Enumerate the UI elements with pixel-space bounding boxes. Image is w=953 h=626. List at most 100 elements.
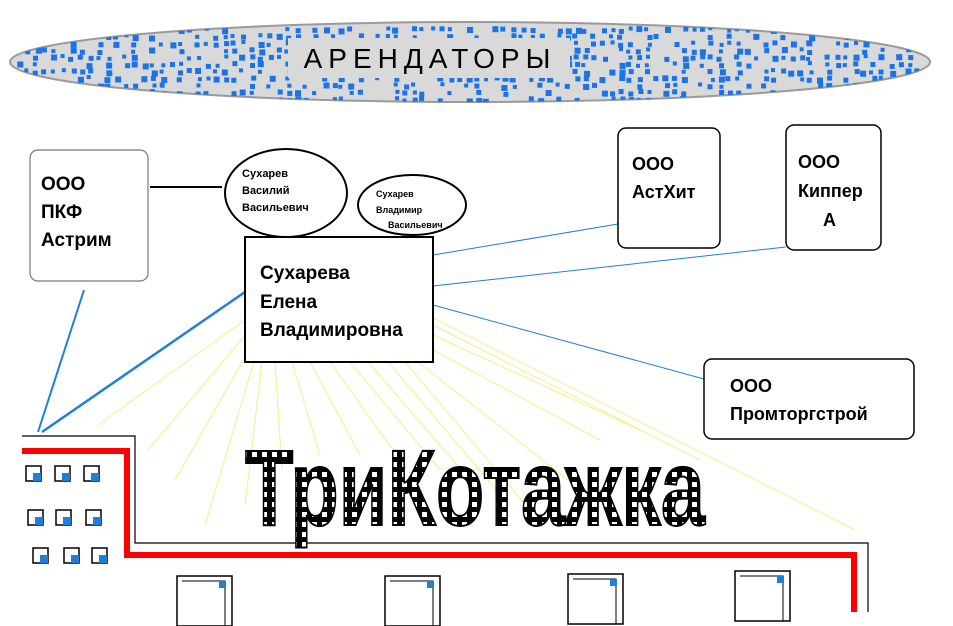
node-sukharev-vlv: Сухарев Владимир Васильевич xyxy=(357,174,467,236)
header-dot xyxy=(41,47,47,53)
yellow-ray xyxy=(309,361,361,456)
header-dot xyxy=(70,41,77,48)
header-dot xyxy=(437,98,443,102)
header-dot xyxy=(836,41,841,46)
header-dot xyxy=(699,26,705,32)
yellow-ray xyxy=(404,361,531,511)
header-dot xyxy=(584,48,590,53)
node-asthit: ООО АстХит xyxy=(617,127,721,249)
header-dot xyxy=(71,97,78,102)
header-dot xyxy=(35,34,40,39)
header-dot xyxy=(737,48,744,55)
header-dot xyxy=(106,62,113,69)
header-dot xyxy=(557,28,563,34)
header-dot xyxy=(665,26,671,33)
window-small xyxy=(85,509,102,526)
header-dot xyxy=(528,96,534,102)
header-dot xyxy=(529,77,534,82)
header-dot xyxy=(609,69,616,76)
header-dot xyxy=(224,54,229,59)
header-dot xyxy=(906,28,912,34)
header-dot xyxy=(71,28,76,33)
header-dot xyxy=(718,76,725,83)
header-dot xyxy=(574,40,578,45)
header-dot xyxy=(195,96,200,101)
header-dot xyxy=(338,28,345,35)
header-dot xyxy=(295,28,301,34)
header-dot xyxy=(285,76,290,81)
header-dot xyxy=(635,49,641,55)
header-dot xyxy=(691,49,697,55)
header-dot xyxy=(466,98,473,102)
header-dot xyxy=(78,96,83,101)
header-dot xyxy=(302,84,307,89)
header-dot xyxy=(179,61,184,66)
header-dot xyxy=(538,98,545,102)
header-dot xyxy=(707,54,713,60)
header-dot xyxy=(878,54,885,61)
header-dot xyxy=(637,84,643,90)
header-dot xyxy=(16,91,22,97)
header-dot xyxy=(842,63,847,68)
header-dot xyxy=(393,82,398,87)
header-dot xyxy=(872,75,878,81)
header-dot xyxy=(781,47,788,53)
header-dot xyxy=(86,75,91,79)
header-dot xyxy=(312,27,318,33)
header-dot xyxy=(583,54,589,60)
node-promtorgstroy: ООО Промторгстрой xyxy=(703,358,915,440)
yellow-ray xyxy=(432,349,601,441)
header-title-backdrop xyxy=(288,38,570,78)
header-dot xyxy=(843,55,848,60)
header-dot xyxy=(853,61,859,67)
header-dot xyxy=(782,91,788,97)
header-dot xyxy=(466,76,473,83)
header-dot xyxy=(662,75,669,82)
header-dot xyxy=(331,34,335,39)
header-dot xyxy=(772,40,778,46)
header-dot xyxy=(113,34,118,40)
header-dot xyxy=(908,55,914,61)
yellow-rays xyxy=(97,317,856,531)
header-dot xyxy=(800,77,805,82)
header-dot xyxy=(249,90,254,95)
header-dot xyxy=(15,98,21,102)
header-dot xyxy=(464,83,469,88)
header-dot xyxy=(257,69,262,74)
header-dot xyxy=(16,26,21,31)
yellow-ray xyxy=(97,319,246,426)
header-dot xyxy=(780,35,786,41)
node-sukharev-vv-line2: Василий xyxy=(242,185,289,197)
header-dot xyxy=(719,84,724,89)
header-dot xyxy=(664,56,670,62)
header-dot xyxy=(647,90,652,94)
header-dot xyxy=(771,68,775,73)
header-dot xyxy=(602,28,607,34)
header-dot xyxy=(221,69,228,76)
header-dot xyxy=(905,68,912,75)
header-dot xyxy=(52,26,57,32)
header-dot xyxy=(437,75,444,82)
header-dot xyxy=(611,96,616,101)
header-dot xyxy=(843,77,849,83)
node-sukhareva: Сухарева Елена Владимировна xyxy=(244,236,434,363)
yellow-ray xyxy=(367,361,471,481)
header-dot xyxy=(51,49,56,54)
connector-lines xyxy=(37,186,787,434)
header-dot xyxy=(357,89,363,95)
header-dot xyxy=(807,61,812,66)
header-dot xyxy=(827,75,833,81)
header-dot xyxy=(781,55,786,60)
header-dot xyxy=(195,34,200,39)
header-dot xyxy=(590,33,596,39)
header-dot xyxy=(736,41,741,46)
header-dot xyxy=(725,76,731,82)
header-dot xyxy=(170,62,175,67)
header-dot xyxy=(716,56,722,62)
header-dot xyxy=(653,76,659,82)
header-dot xyxy=(863,54,868,59)
header-dot xyxy=(611,28,616,33)
header-dot xyxy=(150,75,156,81)
header-dot xyxy=(653,34,659,39)
header-dot xyxy=(790,56,796,62)
